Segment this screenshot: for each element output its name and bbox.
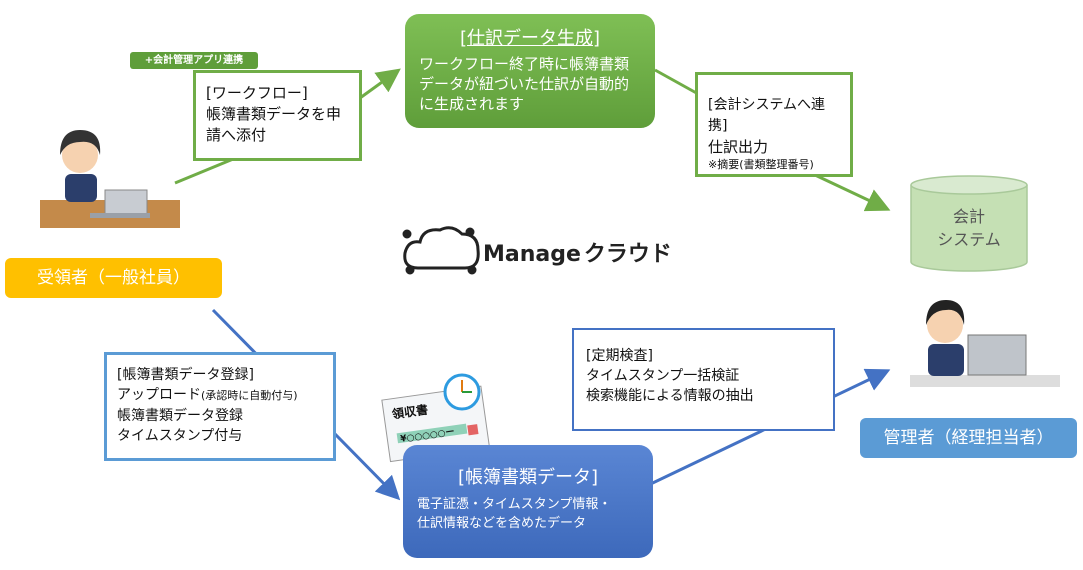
workflow-title: [ワークフロー] [206, 84, 308, 102]
receiver-label: 受領者（一般社員） [5, 258, 222, 298]
logo-brand: Manage [483, 242, 581, 267]
register-line3: タイムスタンプ付与 [117, 428, 243, 444]
register-line2: 帳簿書類データ登録 [117, 408, 243, 424]
register-box: [帳簿書類データ登録] アップロード(承認時に自動付与) 帳簿書類データ登録 タ… [104, 352, 336, 461]
audit-line2: 検索機能による情報の抽出 [586, 388, 754, 404]
accounting-link-box: [会計システムへ連携] 仕訳出力 ※摘要(書類整理番号) [695, 72, 853, 177]
manage-cloud-logo-icon [402, 226, 480, 275]
register-line1: アップロード(承認時に自動付与) [117, 385, 323, 406]
receiver-person-icon [40, 130, 180, 228]
workflow-box: [ワークフロー] 帳簿書類データを申請へ添付 [193, 70, 362, 161]
db-label-line1: 会計 [952, 207, 985, 226]
logo-suffix: クラウド [583, 242, 672, 267]
document-data-line1: 電子証憑・タイムスタンプ情報・ [417, 497, 612, 512]
journal-generation-body: ワークフロー終了時に帳簿書類データが紐づいた仕訳が自動的に生成されます [419, 55, 630, 113]
journal-generation-title: [仕訳データ生成] [459, 28, 601, 49]
database-icon [910, 175, 1028, 272]
clock-icon [443, 373, 481, 411]
app-link-badge: +会計管理アプリ連携 [130, 52, 258, 69]
arrow-workflow-to-journal [359, 68, 401, 100]
journal-generation-box: [仕訳データ生成] ワークフロー終了時に帳簿書類データが紐づいた仕訳が自動的に生… [405, 14, 655, 128]
accounting-link-note: ※摘要(書類整理番号) [708, 158, 814, 171]
register-title: [帳簿書類データ登録] [117, 367, 254, 383]
audit-line1: タイムスタンプ一括検証 [586, 368, 740, 384]
arrow-link-to-db [814, 173, 891, 212]
admin-label: 管理者（経理担当者） [860, 418, 1077, 458]
accounting-link-line1: 仕訳出力 [708, 138, 769, 156]
document-data-line2: 仕訳情報などを含めたデータ [417, 516, 587, 531]
workflow-body: 帳簿書類データを申請へ添付 [206, 105, 342, 144]
register-upload: アップロード [117, 387, 201, 403]
arrow-data-to-admin [637, 368, 891, 492]
audit-title: [定期検査] [586, 348, 653, 364]
accounting-system-db: 会計 システム [911, 205, 1027, 251]
document-data-box: [帳簿書類データ] 電子証憑・タイムスタンプ情報・ 仕訳情報などを含めたデータ [403, 445, 653, 558]
document-data-title: [帳簿書類データ] [457, 467, 599, 488]
accounting-link-title: [会計システムへ連携] [708, 97, 826, 134]
admin-person-icon [910, 300, 1060, 387]
db-label-line2: システム [937, 230, 1001, 249]
register-upload-note: (承認時に自動付与) [201, 389, 298, 402]
arrow-journal-to-link [654, 68, 701, 97]
audit-box: [定期検査] タイムスタンプ一括検証 検索機能による情報の抽出 [572, 328, 835, 431]
